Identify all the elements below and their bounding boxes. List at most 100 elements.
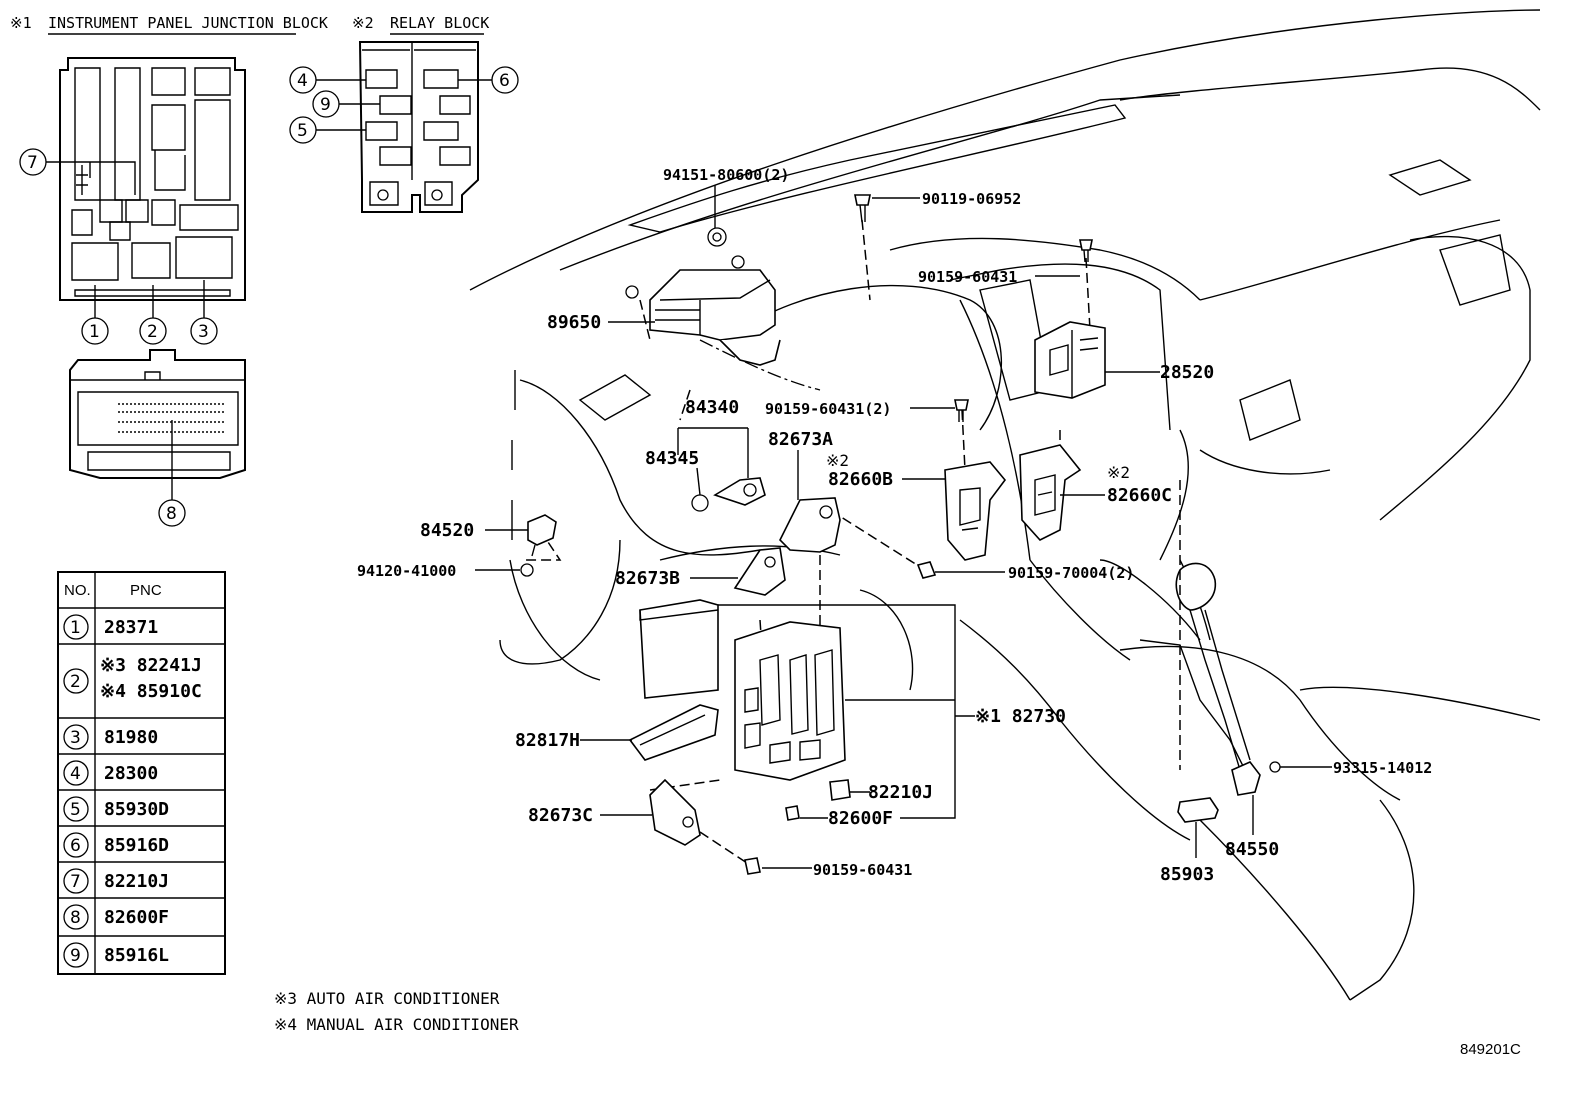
- switch-84340-drawing: [713, 477, 766, 506]
- label-94151: 94151-80600(2): [663, 166, 789, 228]
- svg-text:81980: 81980: [104, 727, 158, 748]
- label-82673C: 82673C: [528, 805, 652, 826]
- shift-lever: [1175, 562, 1251, 771]
- svg-text:90119-06952: 90119-06952: [922, 190, 1021, 208]
- svg-text:※2: ※2: [352, 14, 374, 32]
- svg-text:※4 85910C: ※4 85910C: [100, 681, 202, 702]
- table-row: 4 28300: [63, 760, 158, 786]
- label-85903: 85903: [1160, 822, 1214, 885]
- callout-7: 7: [19, 148, 47, 176]
- svg-text:RELAY BLOCK: RELAY BLOCK: [390, 14, 489, 32]
- callout-6: 6: [491, 66, 519, 94]
- svg-text:※2: ※2: [826, 451, 849, 470]
- label-82673A: 82673A: [768, 429, 833, 500]
- svg-text:82817H: 82817H: [515, 730, 580, 751]
- svg-text:85903: 85903: [1160, 864, 1214, 885]
- switch-84550-drawing: [1231, 761, 1261, 796]
- label-90159b: 90159-60431(2): [765, 400, 955, 418]
- svg-text:28371: 28371: [104, 617, 158, 638]
- svg-text:4: 4: [297, 71, 308, 91]
- svg-text:7: 7: [27, 153, 38, 173]
- label-90159a: 90159-60431: [918, 268, 1080, 286]
- svg-text:※1: ※1: [10, 14, 32, 32]
- svg-text:82210J: 82210J: [868, 782, 933, 803]
- svg-text:93315-14012: 93315-14012: [1333, 759, 1432, 777]
- svg-text:4: 4: [70, 764, 81, 784]
- svg-text:82660B: 82660B: [828, 469, 893, 490]
- dashboard-outline: [469, 9, 1541, 1001]
- svg-text:1: 1: [89, 322, 100, 342]
- svg-text:1: 1: [70, 618, 81, 638]
- computer-28520-drawing: [1034, 321, 1106, 399]
- table-row: 7 82210J: [63, 868, 169, 894]
- svg-text:85930D: 85930D: [104, 799, 169, 820]
- diagram-code: 849201C: [1460, 1041, 1521, 1058]
- relay-82600F-drawing: [785, 805, 800, 821]
- cover-82817H-drawing: [628, 704, 719, 761]
- sensor-84345-drawing: [691, 494, 709, 512]
- label-84340: 84340: [677, 397, 749, 478]
- label-84345: 84345: [645, 448, 701, 496]
- table-row: 2 ※3 82241J ※4 85910C: [63, 655, 202, 702]
- bracket-82660C-drawing: [1019, 444, 1082, 541]
- relay-block-inset: [358, 41, 479, 213]
- plug-85903-drawing: [1177, 797, 1219, 823]
- svg-text:82673A: 82673A: [768, 429, 833, 450]
- dashed-leaders: [525, 219, 1280, 866]
- svg-text:7: 7: [70, 872, 81, 892]
- svg-text:8: 8: [166, 504, 177, 524]
- cover-plate-drawing: [639, 599, 719, 699]
- svg-text:82673C: 82673C: [528, 805, 593, 826]
- label-94120: 94120-41000: [357, 562, 520, 580]
- svg-text:28520: 28520: [1160, 362, 1214, 383]
- svg-text:9: 9: [320, 95, 331, 115]
- bracket-82660B-drawing: [944, 461, 1007, 561]
- bolt-90159-mid-drawing: [954, 399, 969, 422]
- callout-4: 4: [289, 66, 317, 94]
- bracket-82673A-drawing: [779, 497, 841, 553]
- pnc-table: NO. PNC 1 28371 2 ※3 82241J ※4 85910C 3 …: [57, 571, 226, 975]
- svg-text:90159-60431: 90159-60431: [813, 861, 912, 879]
- bracket-82673C-drawing: [649, 778, 701, 846]
- label-84550: 84550: [1225, 795, 1279, 860]
- table-row: 6 85916D: [63, 832, 169, 858]
- bolt-90119-drawing: [854, 194, 871, 223]
- label-82673B: 82673B: [615, 568, 738, 589]
- junction-block-legend: ※1 INSTRUMENT PANEL JUNCTION BLOCK: [10, 14, 328, 35]
- label-89650: 89650: [547, 312, 655, 333]
- svg-text:6: 6: [499, 71, 510, 91]
- label-82600F: 82600F: [800, 808, 893, 829]
- svg-text:※3 AUTO AIR CONDITIONER: ※3 AUTO AIR CONDITIONER: [274, 989, 500, 1008]
- label-84520: 84520: [420, 520, 528, 541]
- svg-text:5: 5: [297, 121, 308, 141]
- svg-text:82210J: 82210J: [104, 871, 169, 892]
- relay-82210J-drawing: [829, 779, 851, 801]
- bracket-82673B-drawing: [733, 547, 786, 596]
- svg-text:8: 8: [70, 908, 81, 928]
- svg-text:94120-41000: 94120-41000: [357, 562, 456, 580]
- nut-94151-drawing: [707, 227, 727, 247]
- bolt-90159-70004-drawing: [916, 561, 937, 579]
- svg-text:90159-70004(2): 90159-70004(2): [1008, 564, 1134, 582]
- table-row: 3 81980: [63, 724, 158, 750]
- svg-text:※3 82241J: ※3 82241J: [100, 655, 202, 676]
- label-82817H: 82817H: [515, 730, 632, 751]
- junction-block-callouts: 1 2 3 7: [19, 148, 218, 345]
- table-row: 8 82600F: [63, 904, 169, 930]
- label-82730: ※1 82730: [718, 604, 1066, 819]
- svg-text:9: 9: [70, 946, 81, 966]
- module-89650-drawing: [625, 255, 781, 366]
- table-header-no: NO.: [64, 582, 91, 599]
- svg-text:INSTRUMENT PANEL JUNCTION BLOC: INSTRUMENT PANEL JUNCTION BLOCK: [48, 14, 328, 32]
- table-row: 5 85930D: [63, 796, 169, 822]
- table-row: 1 28371: [63, 614, 158, 640]
- table-row: 9 85916L: [63, 942, 169, 968]
- svg-text:90159-60431(2): 90159-60431(2): [765, 400, 891, 418]
- svg-text:85916D: 85916D: [104, 835, 169, 856]
- callout-3: 3: [190, 317, 218, 345]
- relay-block-legend: ※2 RELAY BLOCK: [352, 14, 489, 35]
- label-28520: 28520: [1105, 362, 1214, 383]
- bolt-90159-bottom-drawing: [744, 857, 761, 875]
- callout-5: 5: [289, 116, 317, 144]
